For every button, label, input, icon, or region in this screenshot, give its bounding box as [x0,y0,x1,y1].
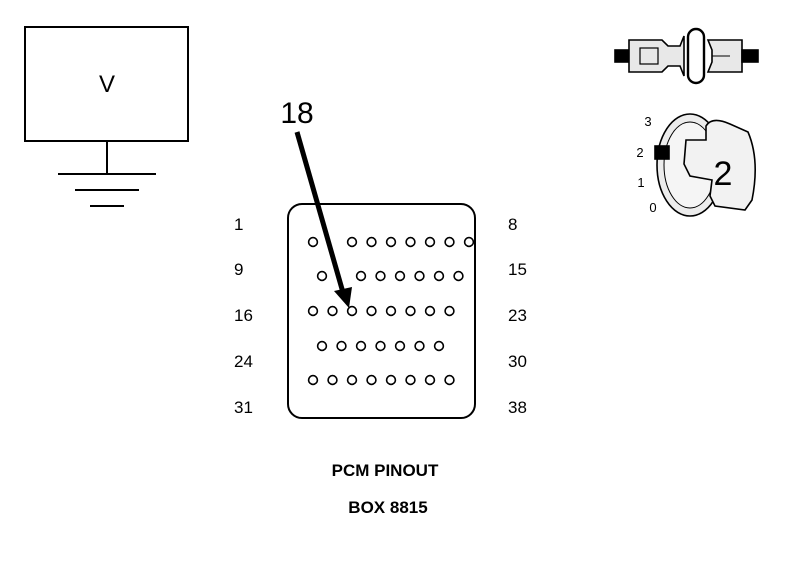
pin-hole-28 [394,340,406,352]
row-label-right-5: 38 [508,398,527,417]
pin-hole-20 [385,305,397,317]
pin-hole-18 [346,305,358,317]
pin-hole-22 [424,305,436,317]
pin-hole-35 [385,374,397,386]
pin-hole-34 [366,374,377,386]
row-label-left-4: 24 [234,352,253,371]
pin-hole-24 [316,340,328,352]
pin-hole-5 [405,236,416,248]
ignition-position-0: 0 [649,200,656,215]
pin-hole-7 [444,236,455,248]
pointer-arrow-head [334,287,352,308]
pin-hole-30 [433,340,445,352]
pointer-arrow-shaft [294,131,347,297]
ignition-position-1: 1 [637,175,644,190]
pointer-pin-label: 18 [280,97,313,130]
caption-subtitle: BOX 8815 [348,498,427,517]
pin-hole-14 [433,270,445,282]
pin-hole-17 [327,305,338,317]
pin-hole-9 [316,270,328,282]
ignition-current-position: 2 [714,155,733,193]
row-label-left-5: 31 [234,398,253,417]
connector-left-body [628,35,685,77]
pin-hole-38 [444,374,455,386]
connector-disconnect-icon [614,27,759,85]
pointer-arrow-icon [294,131,352,308]
pin-hole-1 [307,236,319,248]
pin-hole-37 [424,374,436,386]
ignition-position-3: 3 [644,114,651,129]
row-label-right-1: 8 [508,215,517,234]
pin-hole-6 [424,236,436,248]
pin-hole-4 [385,236,397,248]
row-label-right-4: 30 [508,352,527,371]
ignition-position-marker [654,145,670,160]
voltmeter-icon [24,26,189,207]
row-label-right-2: 15 [508,260,527,279]
ignition-key-head [683,119,756,211]
pin-hole-13 [414,270,425,282]
pin-hole-31 [307,374,319,386]
pcm-pin-grid [307,236,475,386]
pin-hole-29 [414,340,425,352]
row-label-left-2: 9 [234,260,243,279]
pin-hole-3 [366,236,377,248]
pin-hole-19 [366,305,377,317]
voltmeter-symbol: V [99,71,115,98]
row-label-left-3: 16 [234,306,253,325]
caption-title: PCM PINOUT [332,461,439,480]
connector-seal-ring [686,27,706,85]
row-label-left-1: 1 [234,215,243,234]
connector-right-wire [741,49,759,63]
pin-hole-21 [405,305,416,317]
pin-hole-8 [463,236,475,248]
ignition-position-2: 2 [636,145,643,160]
pin-hole-26 [355,340,367,352]
pin-hole-16 [307,305,319,317]
pin-hole-23 [444,305,455,317]
connector-left-wire [614,49,630,63]
connector-latch [639,47,659,65]
pin-hole-32 [327,374,338,386]
pin-hole-36 [405,374,416,386]
pin-hole-11 [375,270,386,282]
pin-hole-10 [355,270,367,282]
pin-hole-12 [394,270,406,282]
ignition-key-icon [654,113,756,217]
pin-hole-27 [375,340,386,352]
pin-hole-2 [346,236,358,248]
pin-hole-15 [453,270,464,282]
pin-hole-25 [336,340,347,352]
pin-hole-33 [346,374,358,386]
row-label-right-3: 23 [508,306,527,325]
